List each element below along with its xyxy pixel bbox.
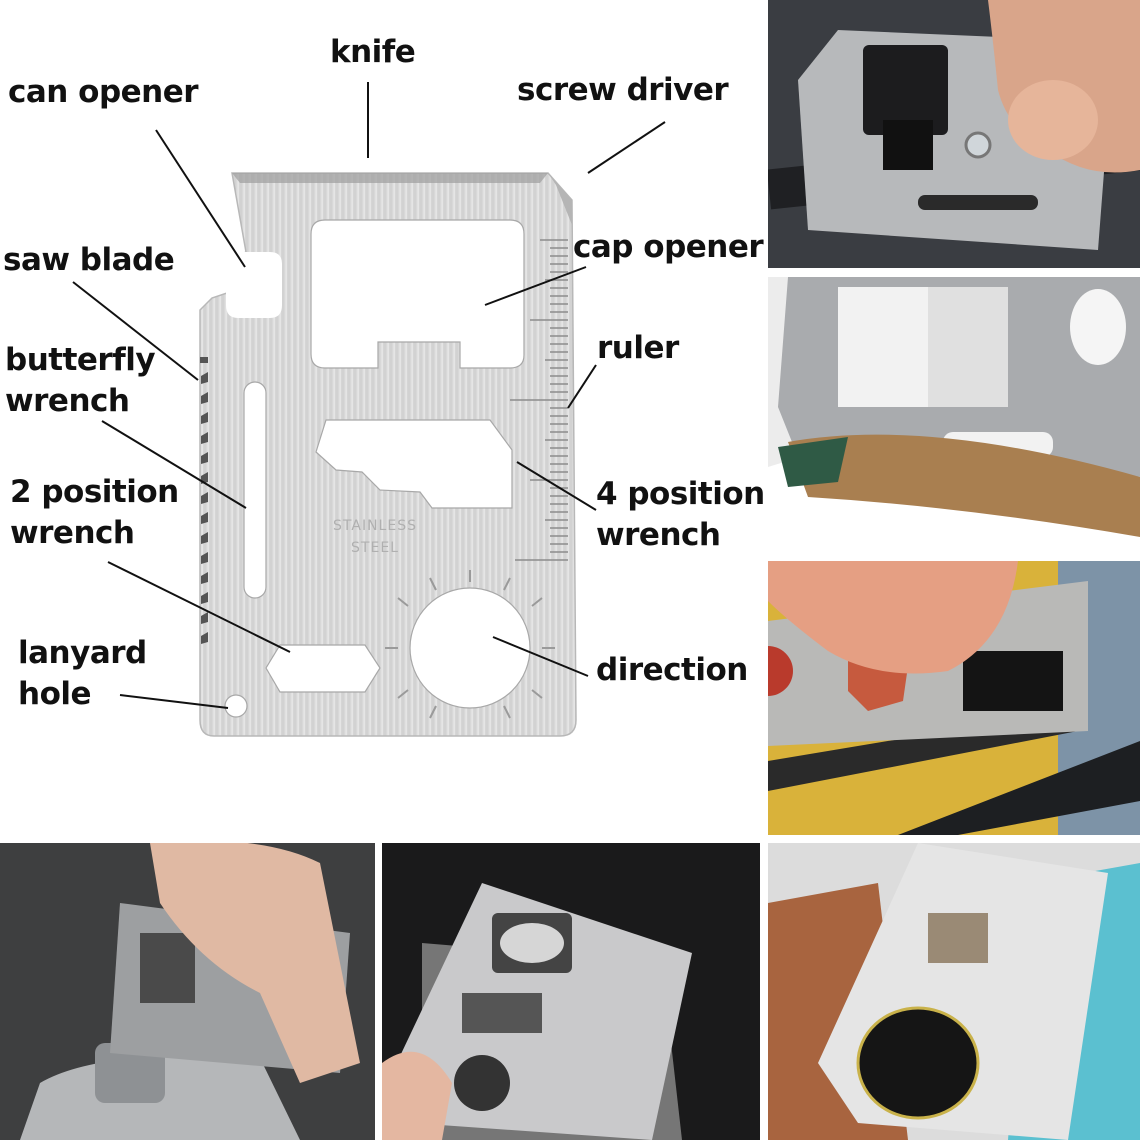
label-2-position-wrench-line1: 2 position	[10, 474, 179, 510]
multitool-diagram: STAINLESS STEEL knife can opener screw d…	[0, 0, 770, 840]
saw-teeth	[200, 357, 208, 644]
photo-saw-wood	[768, 277, 1140, 553]
label-can-opener: can opener	[8, 74, 199, 110]
photo-flask-2	[382, 843, 760, 1140]
photo-bottle-cap	[768, 843, 1140, 1140]
lanyard-hole	[224, 694, 248, 718]
direction-hole	[409, 587, 531, 709]
multitool-card-illustration: STAINLESS STEEL	[72, 82, 666, 737]
label-lanyard-hole-line1: lanyard	[18, 635, 147, 671]
engraving-line-1: STAINLESS	[333, 518, 417, 534]
engraving-line-2: STEEL	[351, 540, 399, 556]
two-position-wrench-cutout	[265, 644, 381, 693]
label-direction: direction	[596, 652, 748, 688]
ruler-ticks	[510, 239, 568, 561]
label-ruler: ruler	[597, 330, 679, 366]
label-butterfly-wrench-line1: butterfly	[5, 342, 156, 378]
label-saw-blade: saw blade	[3, 242, 175, 278]
photo-flask-1	[0, 843, 375, 1140]
four-position-wrench-cutout	[315, 419, 513, 509]
label-2-position-wrench-line2: wrench	[10, 515, 135, 551]
label-4-position-wrench-line2: wrench	[596, 517, 721, 553]
photo-hex-wrench	[768, 561, 1140, 835]
label-lanyard-hole-line2: hole	[18, 676, 92, 712]
label-butterfly-wrench-line2: wrench	[5, 383, 130, 419]
label-cap-opener: cap opener	[573, 229, 764, 265]
cap-opener-cutout	[310, 219, 525, 369]
label-4-position-wrench-line1: 4 position	[596, 476, 765, 512]
compass-ticks	[385, 570, 555, 719]
butterfly-wrench-slot	[243, 381, 267, 599]
label-screw-driver: screw driver	[517, 72, 729, 108]
callout-lines	[72, 82, 666, 709]
photo-screwdriver-bolt	[768, 0, 1140, 268]
label-knife: knife	[330, 34, 416, 70]
